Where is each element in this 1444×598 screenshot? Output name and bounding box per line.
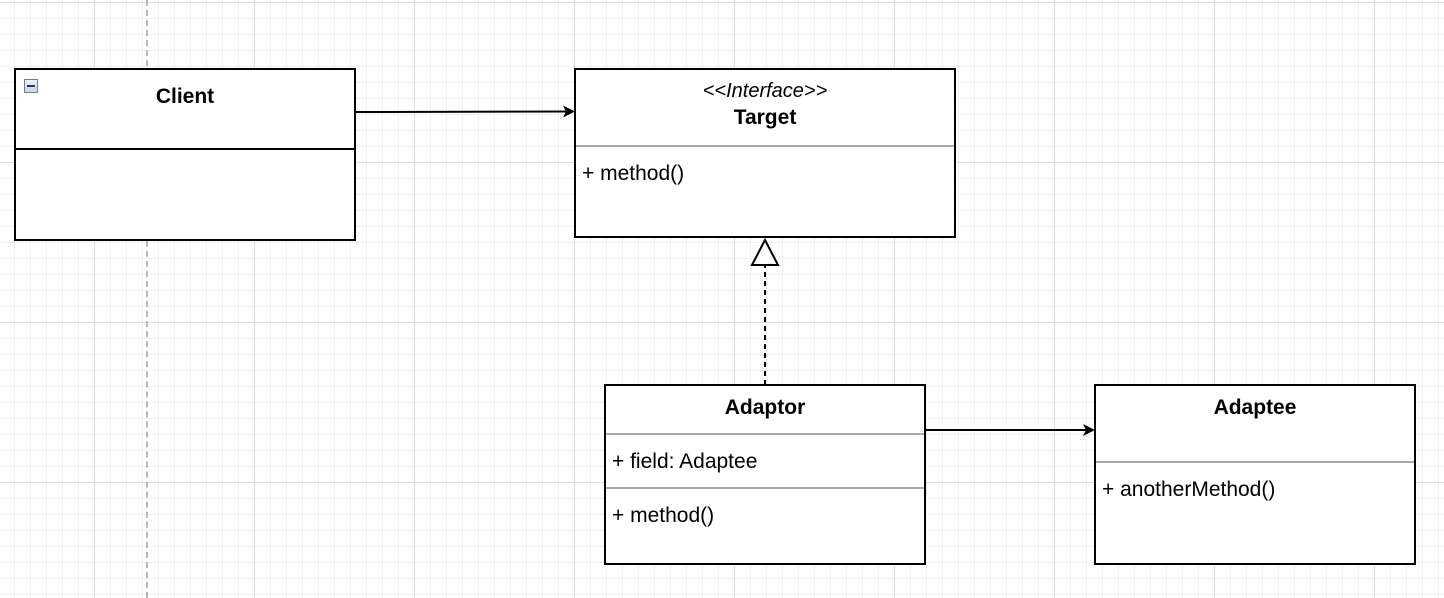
target-separator [576, 145, 954, 147]
client-separator [16, 148, 354, 150]
client-to-target-association[interactable] [354, 105, 575, 118]
target-class-name: Target [733, 106, 797, 129]
vertical-guide-line [146, 0, 148, 598]
adaptor-method[interactable]: + method() [612, 504, 715, 527]
adaptee-class[interactable]: Adaptee + anotherMethod() [1094, 384, 1416, 565]
realization-triangle-head [750, 237, 780, 266]
adaptor-separator-bottom [606, 487, 924, 489]
target-interface[interactable]: <<Interface>> Target + method() [574, 68, 956, 238]
adaptee-method[interactable]: + anotherMethod() [1102, 478, 1276, 501]
target-stereotype: <<Interface>> [702, 80, 828, 102]
target-method[interactable]: + method() [582, 162, 685, 185]
client-class-name: Client [155, 85, 215, 108]
client-class[interactable]: Client [14, 68, 356, 241]
adaptor-separator-top [606, 433, 924, 435]
adaptor-class[interactable]: Adaptor + field: Adaptee + method() [604, 384, 926, 565]
adaptee-separator [1096, 461, 1414, 463]
adaptee-class-name: Adaptee [1213, 396, 1297, 419]
collapse-icon[interactable] [24, 79, 38, 93]
adaptor-class-name: Adaptor [724, 396, 806, 419]
adaptor-field[interactable]: + field: Adaptee [612, 450, 758, 473]
